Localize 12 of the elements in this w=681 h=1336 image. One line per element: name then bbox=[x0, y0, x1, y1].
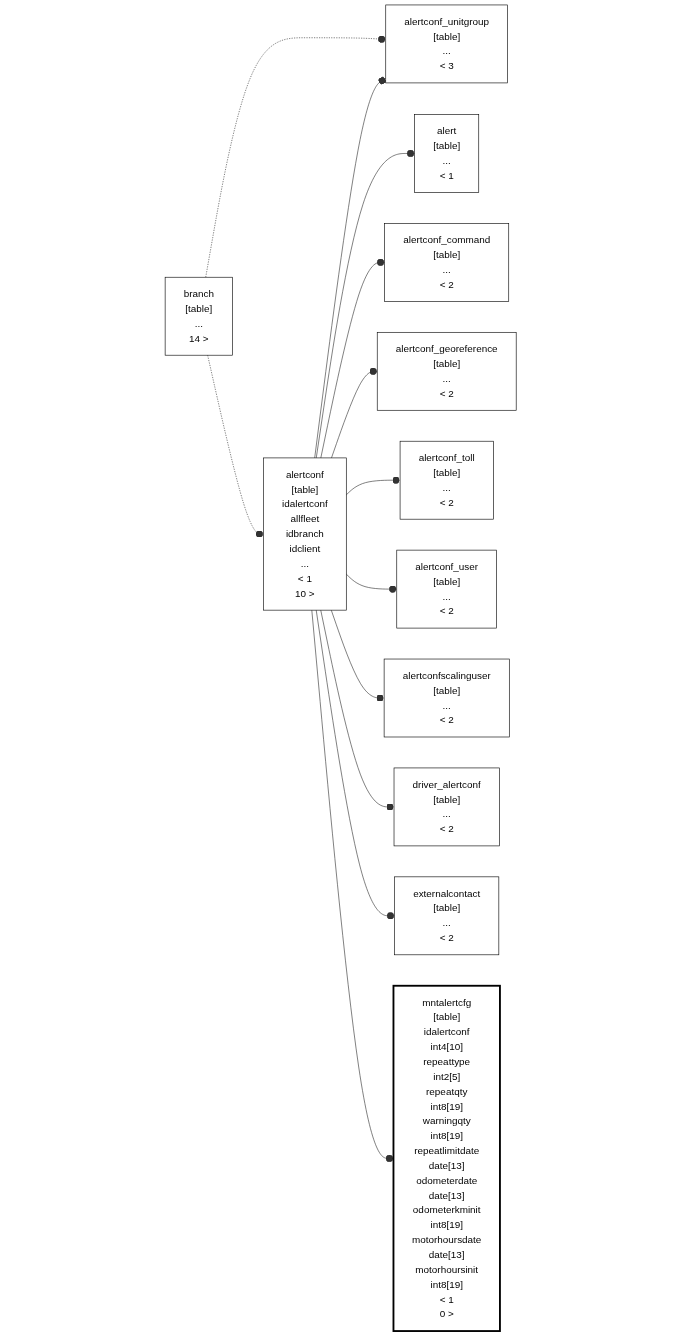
node-box: alertconfscalinguser [table] ... < 2 bbox=[383, 658, 510, 738]
node-box: driver_alertconf [table] ... < 2 bbox=[393, 767, 500, 847]
node-box: alertconf_user [table] ... < 2 bbox=[396, 549, 497, 629]
node-box: externalcontact [table] ... < 2 bbox=[394, 876, 499, 956]
node-box: alertconf_georeference [table] ... < 2 bbox=[376, 332, 517, 411]
node-box: alertconf [table] idalertconf allfleet idbranch idclient ... < 1 10 > bbox=[263, 457, 347, 611]
node-box: alert [table] ... < 1 bbox=[414, 114, 479, 193]
node-box: alertconf_unitgroup [table] ... < 3 bbox=[385, 4, 508, 84]
node-box: alertconf_toll [table] ... < 2 bbox=[399, 440, 494, 520]
node-box: branch [table] ... 14 > bbox=[164, 276, 233, 356]
node-box: mntalertcfg [table] idalertconf int4[10] repeattype int2[5] repeatqty int8[19] warningqty int8[19] repeatlimitdate date[13] odometerdate date[13] odometerkminit int8[19] motorhoursdate date[13] motorhoursinit int8[19] < 1 0 > bbox=[392, 984, 501, 1332]
node-box: alertconf_command [table] ... < 2 bbox=[384, 223, 509, 302]
